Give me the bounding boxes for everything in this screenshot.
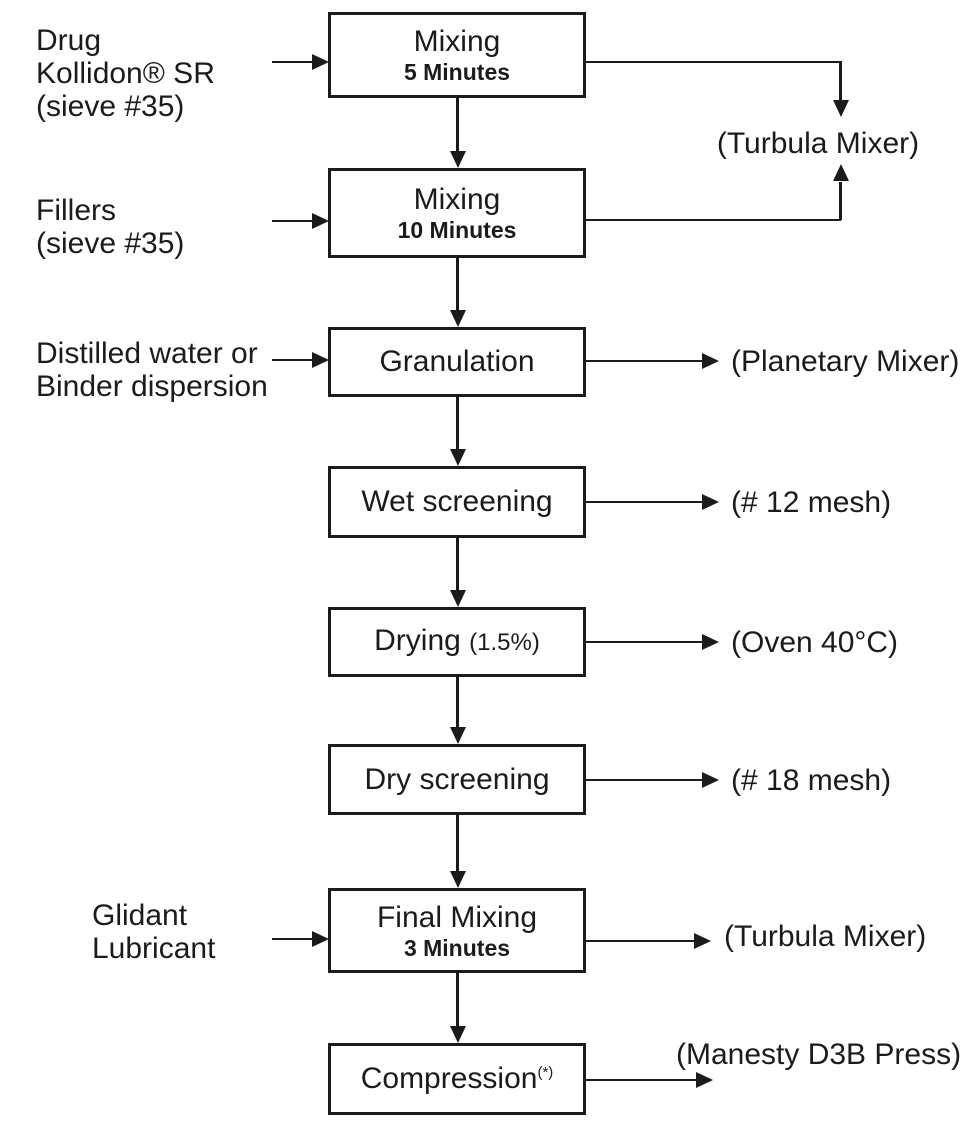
merge-line-top [585,61,841,63]
connector-arrowhead [450,590,466,607]
node-note: (1.5%) [469,629,540,656]
node-final-mixing: Final Mixing 3 Minutes [328,888,586,973]
output-arrowhead [702,494,719,510]
output-arrow-line [585,779,703,781]
input-arrow-line [272,359,312,361]
node-label: Mixing [413,25,501,58]
node-label: Wet screening [361,485,553,518]
input-line: Drug [36,24,102,57]
output-arrow-line [585,940,695,942]
input-arrowhead [312,931,329,947]
node-compression: Compression(*) [328,1043,586,1115]
connector-line [456,538,459,591]
connector-arrowhead [450,310,466,327]
merge-arrowhead-up [833,164,849,181]
output-label-manesty-press: (Manesty D3B Press) [676,1038,962,1071]
node-label: Dry screening [364,762,550,796]
input-line: Glidant [92,899,188,932]
node-sublabel: 3 Minutes [403,934,511,961]
node-label: Drying (1.5%) [374,624,540,657]
input-label-glidant-lubricant: Glidant Lubricant [92,899,215,965]
connector-line [456,397,459,450]
node-label: Mixing [413,183,501,216]
input-label-binder: Distilled water or Binder dispersion [36,337,268,403]
input-label-drug-kollidon: Drug Kollidon® SR (sieve #35) [36,24,215,123]
node-mixing-1: Mixing 5 Minutes [328,12,586,98]
output-label-turbula-bottom: (Turbula Mixer) [724,920,927,953]
connector-arrowhead [450,871,466,888]
input-arrow-line [272,61,312,63]
node-label: Granulation [379,345,535,378]
output-arrowhead [694,933,711,949]
output-label-12-mesh: (# 12 mesh) [731,486,892,519]
connector-line [456,98,459,152]
node-granulation: Granulation [328,327,586,397]
output-label-planetary-mixer: (Planetary Mixer) [731,345,960,378]
node-wet-screening: Wet screening [328,466,586,538]
output-arrowhead [702,353,719,369]
output-arrow-line [585,501,703,503]
input-arrow-line [272,938,312,940]
input-line: Kollidon® SR [36,57,215,90]
merge-arrowhead-down [833,100,849,117]
node-sublabel: 5 Minutes [403,59,511,85]
node-dry-screening: Dry screening [328,744,586,815]
connector-line [456,677,459,728]
output-arrowhead [696,1072,713,1088]
input-label-fillers: Fillers (sieve #35) [36,194,184,260]
node-mixing-2: Mixing 10 Minutes [328,168,586,258]
connector-arrowhead [450,1026,466,1043]
input-line: Binder dispersion [36,370,268,403]
node-label: Compression(*) [360,1062,554,1095]
output-arrowhead [702,634,719,650]
node-sublabel: 10 Minutes [397,217,517,243]
input-arrowhead [312,213,329,229]
merge-line-bottom [585,219,841,221]
input-line: Lubricant [92,932,216,965]
input-arrow-line [272,220,312,222]
output-arrow-line [585,1079,697,1081]
connector-line [456,258,459,311]
node-label: Final Mixing [376,900,538,934]
output-label-turbula-top: (Turbula Mixer) [716,127,920,160]
connector-arrowhead [450,449,466,466]
input-line: Fillers [36,194,116,227]
connector-arrowhead [450,727,466,744]
connector-line [456,973,459,1027]
merge-line-bottom-rise [839,182,842,220]
node-drying: Drying (1.5%) [328,607,586,677]
footnote-marker: (*) [537,1064,554,1081]
input-arrowhead [312,352,329,368]
input-line: (sieve #35) [36,90,185,123]
input-line: (sieve #35) [36,227,185,260]
input-arrowhead [312,54,329,70]
output-arrow-line [585,641,703,643]
output-arrow-line [585,360,703,362]
connector-arrowhead [450,151,466,168]
input-line: Distilled water or [36,337,258,370]
output-label-oven: (Oven 40°C) [731,626,899,659]
output-arrowhead [702,772,719,788]
output-label-18-mesh: (# 18 mesh) [731,764,892,797]
connector-line [456,815,459,872]
merge-line-top-drop [839,61,842,101]
